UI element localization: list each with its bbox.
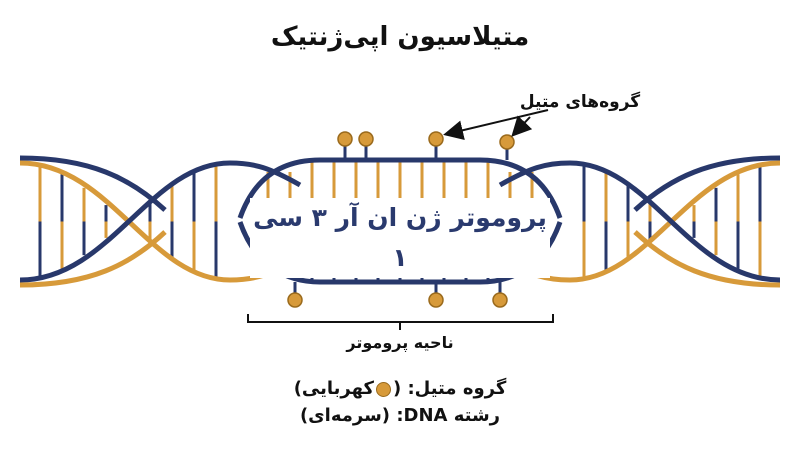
legend-methyl: گروه متیل: ( کهربایی) [0,378,800,399]
dna-strand-amber-right-outer [633,230,781,288]
methyl-group-icon [428,292,444,308]
legend-dna-prefix: رشته DNA: [390,405,501,426]
methyl-group-icon [492,292,508,308]
promoter-label: پروموتر ژن ان آر ۳ سی ۱ [250,198,550,278]
dna-strand-navy-left [19,160,302,283]
methyl-arrow-right [511,115,533,137]
methyl-group-icon [287,292,303,308]
methyl-dot-icon [375,381,391,397]
methyl-group-icon [358,131,374,147]
methyl-group-icon [428,131,444,147]
legend-dna: رشته DNA: (سرمه‌ای) [0,405,800,426]
promoter-region-label: ناحیه پروموتر [346,333,454,352]
methyl-arrow-left [443,109,549,141]
methyl-groups-label: گروه‌های متیل [519,92,641,112]
promoter-region-bracket [247,314,554,330]
methyl-group-icon [337,131,353,147]
dna-strand-top-promoter [237,157,563,219]
legend-dna-color: (سرمه‌ای) [299,405,391,426]
legend-methyl-prefix: گروه متیل: ( [392,378,507,399]
legend-methyl-color: کهربایی) [293,378,374,399]
dna-strand-amber-left-outer [19,230,167,288]
methyl-group-icon [499,134,515,150]
dna-strand-navy-right [498,160,781,283]
dna-strand-navy-left-outer [19,155,167,212]
dna-strand-navy-right-outer [633,155,781,212]
page-title: متیلاسیون اپی‌ژنتیک [270,22,530,52]
